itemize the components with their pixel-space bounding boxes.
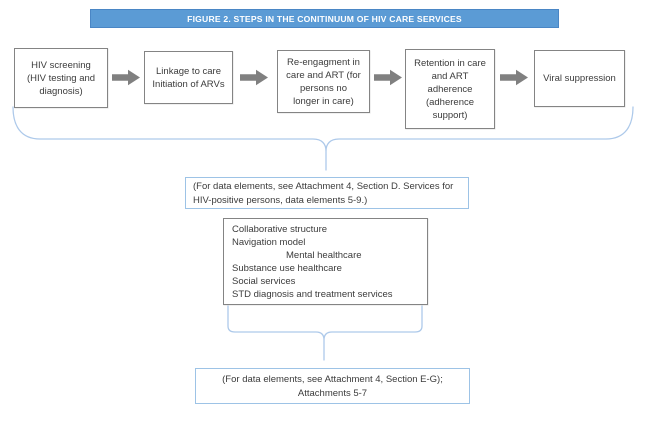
- flow-step-linkage-to-care: Linkage to care Initiation of ARVs: [144, 51, 233, 104]
- flow-arrow-icon: [240, 69, 268, 86]
- flow-step-hiv-screening: HIV screening (HIV testing and diagnosis…: [14, 48, 108, 108]
- service-item-social-services: Social services: [232, 276, 296, 287]
- service-item-collaborative-structure: Collaborative structure: [232, 224, 328, 235]
- flow-step-label: Linkage to care Initiation of ARVs: [152, 65, 225, 90]
- note-data-elements-section-eg: (For data elements, see Attachment 4, Se…: [195, 368, 470, 404]
- flow-step-reengagement: Re-engagment in care and ART (for person…: [277, 50, 370, 113]
- flow-step-label: HIV screening (HIV testing and diagnosis…: [26, 59, 96, 97]
- flow-arrow-icon: [500, 69, 528, 86]
- service-item-substance-use-healthcare: Substance use healthcare: [232, 263, 342, 274]
- service-item-std-diagnosis: STD diagnosis and treatment services: [232, 289, 393, 300]
- flow-step-retention: Retention in care and ART adherence (adh…: [405, 49, 495, 129]
- bracket-connector: [227, 305, 423, 361]
- service-item-mental-healthcare: Mental healthcare: [286, 250, 362, 261]
- note-data-elements-section-d: (For data elements, see Attachment 4, Se…: [185, 177, 469, 209]
- flow-arrow-icon: [374, 69, 402, 86]
- figure-title: FIGURE 2. STEPS IN THE CONITINUUM OF HIV…: [90, 9, 559, 28]
- service-item-navigation-model: Navigation model: [232, 237, 306, 248]
- brace-connector: [12, 106, 634, 171]
- flow-step-viral-suppression: Viral suppression: [534, 50, 625, 107]
- services-list-box: Collaborative structure Navigation model…: [223, 218, 428, 305]
- flow-step-label: Re-engagment in care and ART (for person…: [286, 56, 361, 107]
- flow-arrow-icon: [112, 69, 140, 86]
- flow-step-label: Retention in care and ART adherence (adh…: [414, 57, 486, 121]
- flow-step-label: Viral suppression: [543, 73, 616, 84]
